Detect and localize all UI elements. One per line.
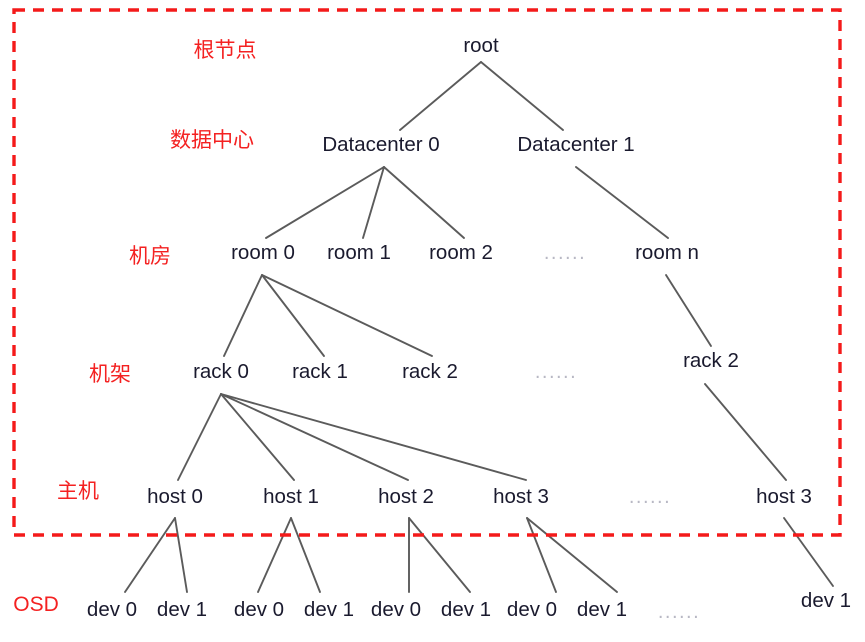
- tier-osd-label: OSD: [13, 593, 59, 616]
- ellipsis-room: ......: [544, 242, 586, 264]
- node-host3b[interactable]: host 3: [756, 485, 812, 508]
- edge-roomn-rack2b: [665, 274, 712, 347]
- edge-host3-dev0d: [526, 517, 557, 593]
- edge-host1-dev0b: [257, 517, 292, 593]
- edge-rack0-host3: [220, 393, 527, 481]
- node-host0[interactable]: host 0: [147, 485, 203, 508]
- node-host3[interactable]: host 3: [493, 485, 549, 508]
- edge-room0-rack2: [261, 274, 433, 357]
- node-room0[interactable]: room 0: [231, 241, 295, 264]
- edge-host1-dev1b: [290, 517, 321, 593]
- node-dev1a[interactable]: dev 1: [157, 598, 207, 621]
- edge-rack0-host2: [220, 393, 409, 481]
- node-rack1[interactable]: rack 1: [292, 360, 348, 383]
- node-dc1[interactable]: Datacenter 1: [517, 133, 634, 156]
- edge-dc1-roomn: [575, 166, 669, 239]
- ellipsis-osd: ......: [658, 601, 700, 623]
- node-dev1c[interactable]: dev 1: [441, 598, 491, 621]
- tier-datacenter-label: 数据中心: [170, 129, 254, 152]
- node-host2[interactable]: host 2: [378, 485, 434, 508]
- boundary-layer: [12, 8, 842, 537]
- node-room1[interactable]: room 1: [327, 241, 391, 264]
- edge-rack0-host0: [177, 393, 222, 481]
- node-dev0c[interactable]: dev 0: [371, 598, 421, 621]
- edge-host2-dev1c: [408, 517, 471, 593]
- node-host1[interactable]: host 1: [263, 485, 319, 508]
- crush-map-boundary: [12, 8, 842, 537]
- edge-root-dc0: [399, 61, 482, 131]
- node-rack0[interactable]: rack 0: [193, 360, 249, 383]
- node-dev1e[interactable]: dev 1: [801, 589, 851, 612]
- edge-rack2b-host3b: [704, 383, 787, 481]
- ellipsis-rack: ......: [535, 361, 577, 383]
- node-dev0b[interactable]: dev 0: [234, 598, 284, 621]
- edge-room0-rack1: [261, 274, 325, 357]
- edge-dc0-room0: [265, 166, 385, 239]
- ellipses-layer: ........................: [535, 242, 700, 623]
- node-dc0[interactable]: Datacenter 0: [322, 133, 439, 156]
- edge-host3b-dev1e: [783, 517, 834, 587]
- edge-root-dc1: [480, 61, 564, 131]
- edge-room0-rack0: [223, 274, 263, 357]
- edge-host0-dev1a: [174, 517, 188, 593]
- node-dev1d[interactable]: dev 1: [577, 598, 627, 621]
- node-dev1b[interactable]: dev 1: [304, 598, 354, 621]
- node-room2[interactable]: room 2: [429, 241, 493, 264]
- node-dev0a[interactable]: dev 0: [87, 598, 137, 621]
- tier-room-label: 机房: [129, 245, 171, 268]
- node-rack2[interactable]: rack 2: [402, 360, 458, 383]
- node-dev0d[interactable]: dev 0: [507, 598, 557, 621]
- edge-host3-dev1d: [526, 517, 618, 593]
- tier-host-label: 主机: [57, 480, 99, 503]
- edge-host0-dev0a: [124, 517, 176, 593]
- tier-root-label: 根节点: [194, 39, 257, 62]
- tier-rack-label: 机架: [89, 363, 131, 386]
- node-roomn[interactable]: room n: [635, 241, 699, 264]
- node-rack2b[interactable]: rack 2: [683, 349, 739, 372]
- edge-rack0-host1: [220, 393, 295, 481]
- ellipsis-host: ......: [629, 486, 671, 508]
- edge-dc0-room1: [362, 166, 385, 239]
- edges-layer: [124, 61, 834, 593]
- edge-dc0-room2: [383, 166, 465, 239]
- node-root[interactable]: root: [463, 34, 499, 57]
